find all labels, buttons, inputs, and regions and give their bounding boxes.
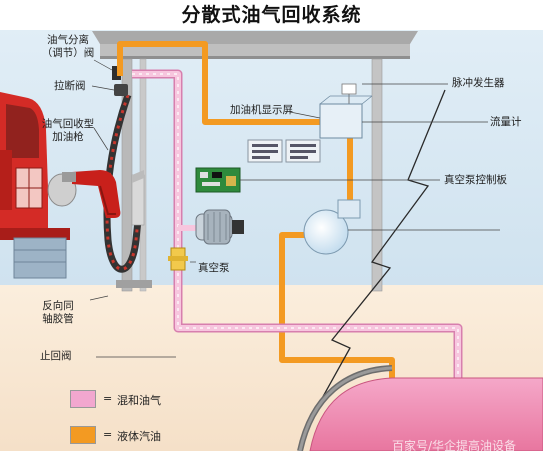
label-coaxial-hose: 反向同 轴胶管	[28, 300, 88, 326]
label-nozzle-line2: 加油枪	[52, 131, 84, 143]
canopy-roof	[92, 31, 418, 59]
fuel-nozzle	[62, 170, 121, 218]
vacuum-pump-motor	[195, 209, 244, 245]
check-valve-fitting	[168, 247, 188, 271]
legend-swatch-vapor	[70, 390, 96, 408]
legend-swatch-liquid	[70, 426, 96, 444]
legend-label-vapor: 混和油气	[117, 394, 161, 407]
vapor-pipeline	[132, 69, 463, 392]
liquid-pipeline	[117, 41, 395, 408]
separator-valve	[112, 66, 121, 80]
canopy-column	[371, 58, 383, 292]
label-pulse-generator: 脉冲发生器	[452, 77, 505, 89]
legend-symbol-vapor: =	[103, 392, 113, 405]
label-pump-control-board: 真空泵控制板	[444, 174, 507, 186]
leader-lines	[89, 59, 500, 358]
label-coaxial-hose-line2: 轴胶管	[42, 313, 74, 325]
label-breakaway-valve: 拉断阀	[54, 80, 86, 92]
underground-tank	[297, 365, 543, 451]
label-check-valve: 止回阀	[40, 350, 72, 362]
label-vacuum-pump: 真空泵	[198, 262, 230, 274]
label-separator-valve: 油气分离 （调节）阀	[36, 34, 100, 60]
legend-label-liquid: 液体汽油	[117, 430, 161, 443]
label-separator-valve-line1: 油气分离	[47, 34, 89, 46]
display-panel-module	[247, 139, 321, 163]
page-title: 分散式油气回收系统	[181, 4, 362, 26]
watermark: 百家号/华企提高油设备	[392, 439, 517, 451]
label-nozzle: 油气回收型 加油枪	[36, 118, 100, 144]
fuel-truck	[0, 92, 77, 279]
submersible-pump	[303, 199, 361, 255]
label-coaxial-hose-line1: 反向同	[42, 300, 74, 312]
label-nozzle-line1: 油气回收型	[41, 118, 95, 130]
label-flow-meter: 流量计	[490, 116, 522, 128]
crack-line	[309, 89, 446, 421]
flow-meter-box	[319, 103, 363, 139]
label-separator-valve-line2: （调节）阀	[41, 47, 95, 59]
pulse-generator-box	[341, 83, 357, 95]
label-display-screen: 加油机显示屏	[230, 104, 293, 116]
pump-control-board-module	[195, 167, 241, 193]
breakaway-valve	[114, 84, 128, 96]
legend-symbol-liquid: =	[103, 428, 113, 441]
